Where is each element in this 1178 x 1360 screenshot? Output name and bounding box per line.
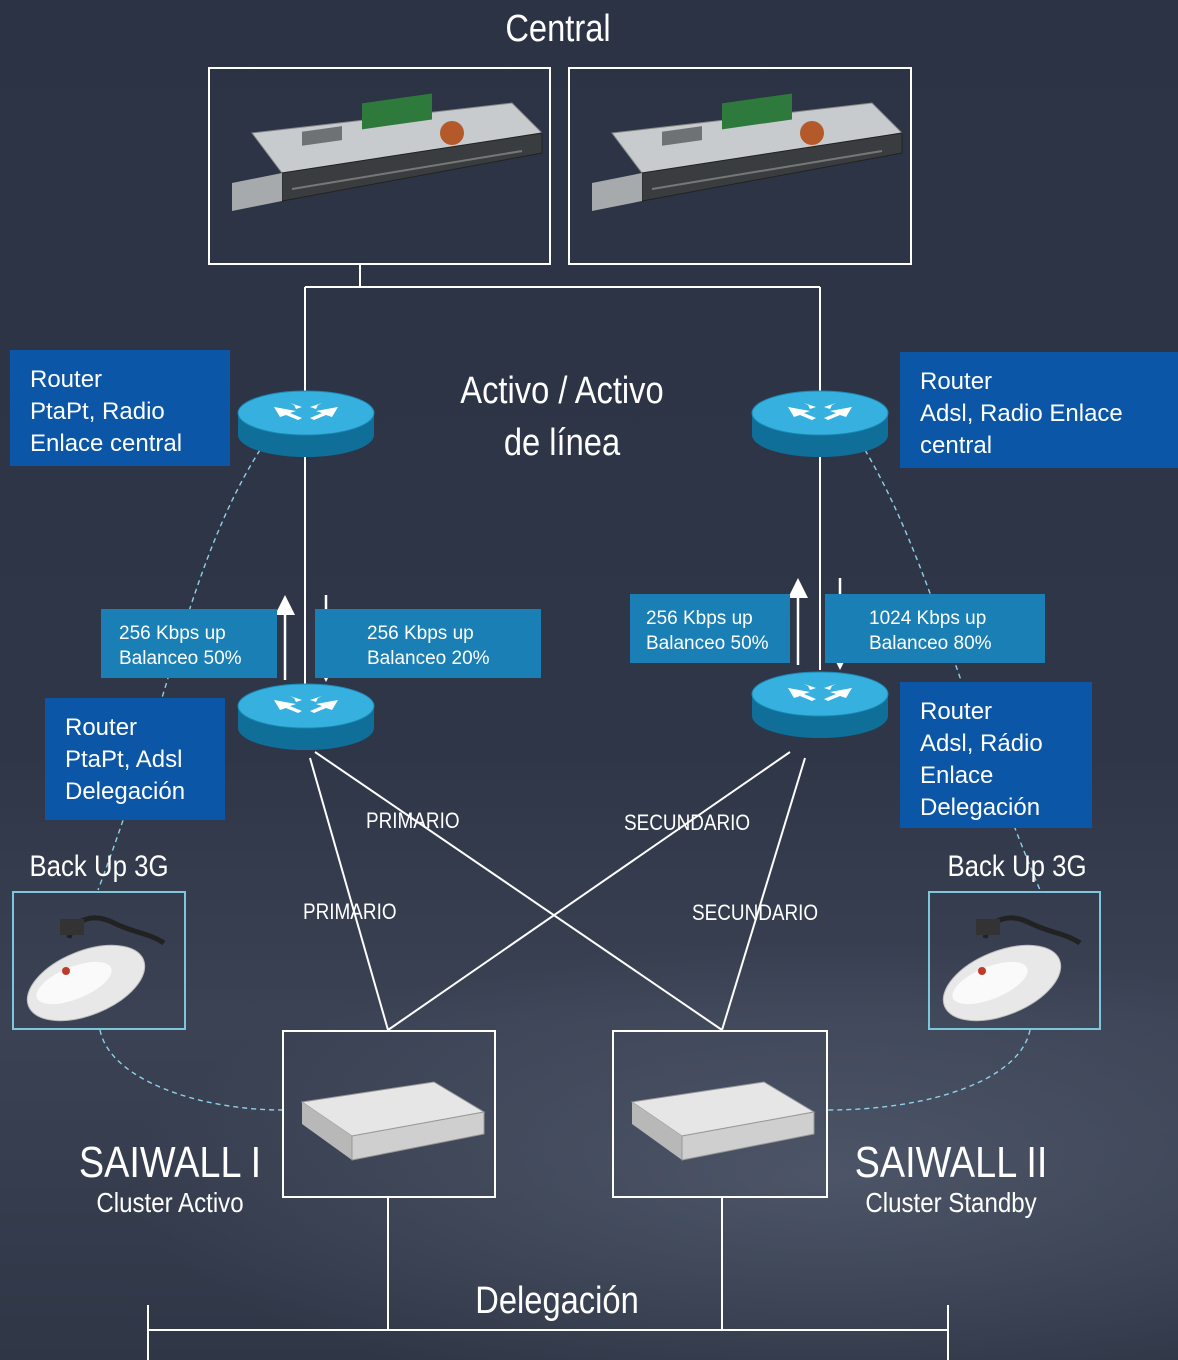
backup-3g-device-left (12, 891, 186, 1030)
router-info-line: Router (920, 368, 993, 395)
router-info-line: PtaPt, Adsl (65, 746, 183, 773)
router-info-line: Delegación (920, 794, 1041, 821)
speed-value: 1024 Kbps up (869, 608, 987, 629)
central-title: Central (505, 8, 611, 50)
router-info-right-bottom: Router Adsl, Rádio Enlace Delegación (900, 682, 1092, 828)
router-info-line: Enlace central (30, 430, 183, 457)
mode-title-line2: de línea (503, 422, 621, 464)
router-info-line: Delegación (65, 778, 186, 805)
link-label-secundario: SECUNDARIO (692, 900, 819, 925)
balance-value: Balanceo 20% (367, 648, 490, 669)
speed-box-left-down: 256 Kbps up Balanceo 20% (315, 609, 541, 678)
router-icon (237, 683, 375, 750)
speed-value: 256 Kbps up (367, 623, 474, 644)
router-info-line: Adsl, Rádio (920, 730, 1043, 757)
router-info-line: Router (65, 714, 138, 741)
mode-title-line1: Activo / Activo (460, 370, 664, 412)
firewall-appliance-icon (630, 1081, 816, 1161)
speed-value: 256 Kbps up (119, 623, 226, 644)
router-info-line: Enlace (920, 762, 994, 789)
usb-3g-modem-icon (942, 915, 1082, 1022)
rack-server-icon (592, 93, 904, 211)
link-label-primario: PRIMARIO (366, 808, 460, 833)
usb-3g-modem-icon (26, 915, 166, 1022)
router-info-line: Router (920, 698, 993, 725)
saiwall-2-role: Cluster Standby (865, 1187, 1037, 1218)
delegacion-title: Delegación (475, 1280, 639, 1322)
router-info-line: central (920, 432, 993, 459)
router-info-line: Adsl, Radio Enlace (920, 400, 1123, 427)
speed-box-right-up: 256 Kbps up Balanceo 50% (630, 594, 790, 663)
central-server-1 (208, 67, 551, 265)
router-info-left-top: Router PtaPt, Radio Enlace central (10, 350, 230, 466)
saiwall-1-appliance (282, 1030, 496, 1198)
central-server-2 (568, 67, 912, 265)
saiwall-1-name: SAIWALL I (78, 1138, 262, 1187)
saiwall-2-name: SAIWALL II (854, 1138, 1048, 1187)
backup-3g-label-left: Back Up 3G (29, 850, 169, 883)
link-label-secundario: SECUNDARIO (624, 810, 751, 835)
router-icon (751, 671, 889, 738)
router-info-line: Router (30, 366, 103, 393)
speed-box-left-up: 256 Kbps up Balanceo 50% (101, 609, 277, 678)
balance-value: Balanceo 50% (119, 648, 242, 669)
router-info-right-top: Router Adsl, Radio Enlace central (900, 352, 1178, 468)
router-icon (751, 390, 889, 457)
saiwall-2-appliance (612, 1030, 828, 1198)
saiwall-1-role: Cluster Activo (96, 1187, 244, 1218)
speed-box-right-down: 1024 Kbps up Balanceo 80% (825, 594, 1045, 663)
router-info-line: PtaPt, Radio (30, 398, 165, 425)
router-icon (237, 390, 375, 457)
backup-3g-label-right: Back Up 3G (947, 850, 1087, 883)
balance-value: Balanceo 50% (646, 633, 769, 654)
firewall-appliance-icon (300, 1081, 486, 1161)
speed-value: 256 Kbps up (646, 608, 753, 629)
balance-value: Balanceo 80% (869, 633, 992, 654)
rack-server-icon (232, 93, 544, 211)
link-label-primario: PRIMARIO (303, 899, 397, 924)
backup-3g-device-right (928, 891, 1101, 1030)
router-info-left-bottom: Router PtaPt, Adsl Delegación (45, 698, 225, 820)
